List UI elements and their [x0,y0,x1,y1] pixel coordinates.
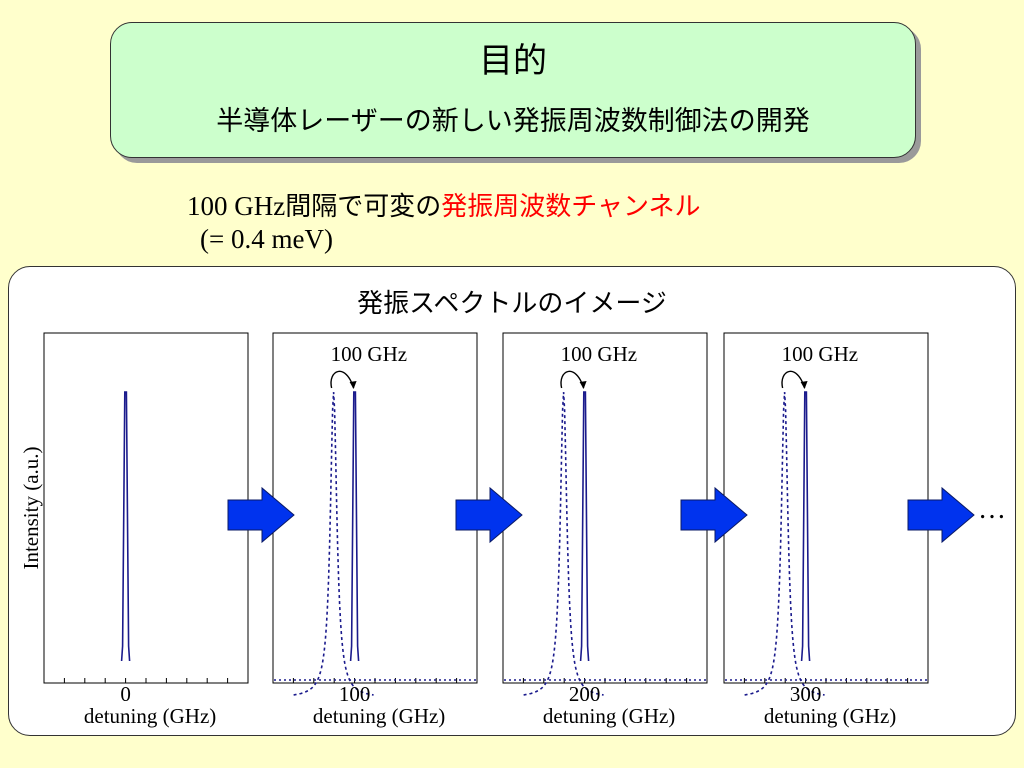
current-peak-1 [349,391,360,662]
slide-title: 目的 [479,41,547,81]
slide-subtitle: 半導体レーザーの新しい発振周波数制御法の開発 [216,106,810,137]
previous-peak-3 [744,391,825,696]
current-peak-0 [120,391,131,662]
x-tick-label-3: 300 [790,682,822,706]
x-tick-label-1: 100 [339,682,371,706]
previous-peak-1 [293,391,374,696]
spacing-highlight: 発振周波数チャンネル [441,192,701,222]
current-peak-2 [579,391,590,662]
shift-arrowhead-3 [800,381,808,389]
y-axis-label: Intensity (a.u.) [19,446,43,569]
x-tick-label-2: 200 [569,682,601,706]
x-axis-label-1: detuning (GHz) [313,704,445,728]
step-arrow-1 [455,486,523,544]
current-peak-3 [800,391,811,662]
shift-arrowhead-1 [349,381,357,389]
channel-spacing-text: 100 GHz間隔で可変の発振周波数チャンネル [187,186,700,223]
step-arrow-2 [680,486,748,544]
x-axis-label-3: detuning (GHz) [764,704,896,728]
x-axis-label-2: detuning (GHz) [543,704,675,728]
spacing-middle: 間隔で可変の [285,192,442,222]
step-arrow-3 [907,486,975,544]
panel-frame-1 [272,332,478,684]
spacing-value: 100 GHz [187,191,286,221]
shift-label-1: 100 GHz [331,342,407,366]
energy-equivalent: (= 0.4 meV) [200,224,333,254]
x-tick-label-0: 0 [120,682,131,706]
ellipsis: … [978,494,1006,525]
panel-frame-3 [723,332,929,684]
shift-arrowhead-2 [579,381,587,389]
panel-frame-0 [43,332,249,684]
x-axis-label-0: detuning (GHz) [84,704,216,728]
panel-frame-2 [502,332,708,684]
previous-peak-2 [523,391,604,696]
step-arrow-0 [227,486,295,544]
title-box: 目的 半導体レーザーの新しい発振周波数制御法の開発 [110,22,916,158]
shift-label-2: 100 GHz [561,342,637,366]
spectrum-title: 発振スペクトルのイメージ [357,289,667,319]
shift-label-3: 100 GHz [782,342,858,366]
